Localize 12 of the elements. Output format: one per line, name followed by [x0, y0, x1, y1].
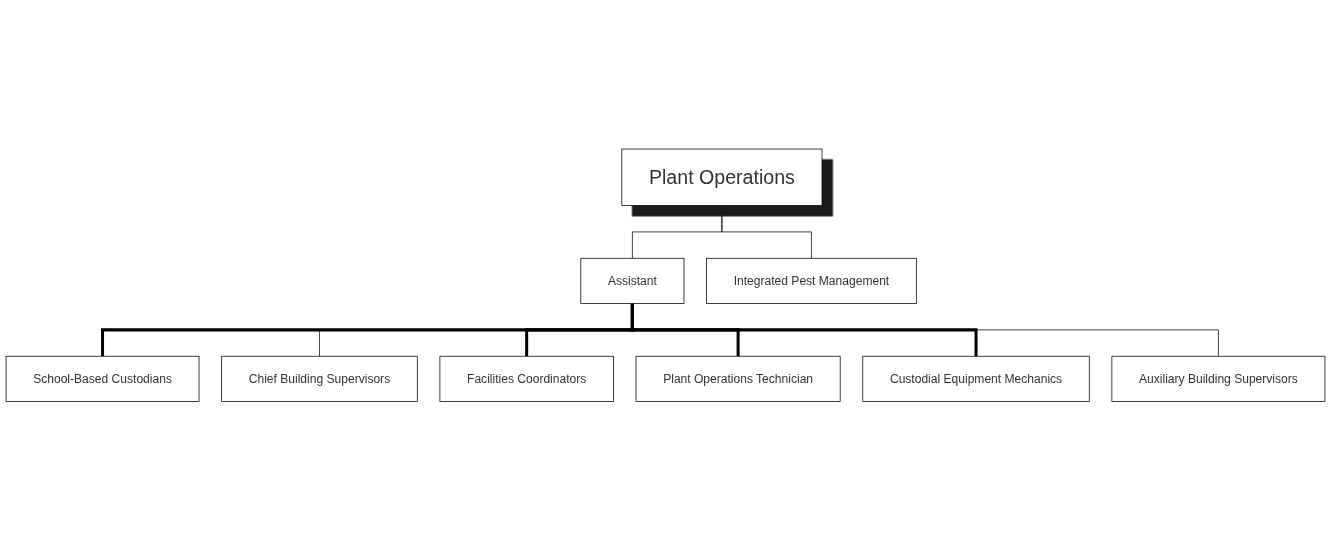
node-box: Assistant [580, 257, 685, 304]
node-box: Auxiliary Building Supervisors [1111, 355, 1326, 402]
node-box: Facilities Coordinators [439, 355, 614, 402]
node-box: Chief Building Supervisors [221, 355, 418, 402]
node-box: Custodial Equipment Mechanics [862, 355, 1090, 402]
connector [721, 204, 812, 259]
node-box: Plant Operations Technician [635, 355, 841, 402]
node-box: Integrated Pest Management [706, 257, 917, 304]
node-box: Plant Operations [621, 148, 823, 206]
connector [630, 303, 978, 356]
connector [632, 302, 1219, 357]
node-box: School-Based Custodians [5, 355, 200, 402]
